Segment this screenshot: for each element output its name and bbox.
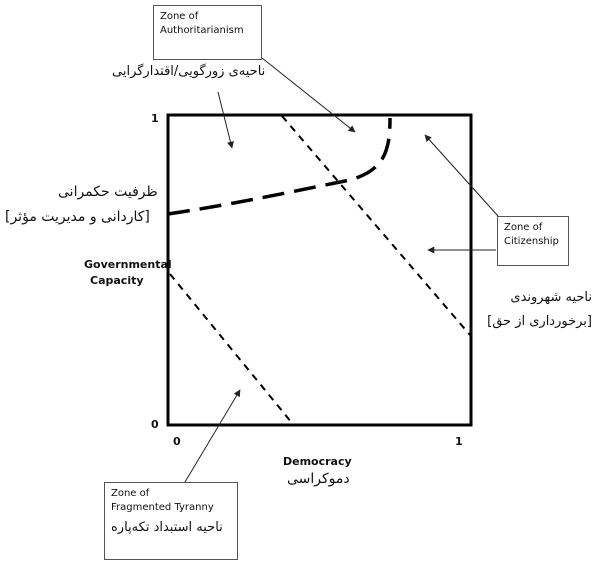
authoritarianism-zone-box: Zone of Authoritarianism (153, 5, 262, 60)
arrow-citizenship-top (424, 134, 499, 217)
fragmented-tyranny-label: Zone of Fragmented Tyranny (111, 488, 214, 513)
y-axis-label-line2: Capacity (90, 274, 144, 287)
fragmented-tyranny-zone-box: Zone of Fragmented Tyranny ناحیه استبداد… (104, 482, 238, 560)
citizenship-farsi-line2: [برخورداری از حق] (487, 314, 592, 329)
authoritarian-boundary-curve (167, 117, 392, 216)
x-axis-label: Democracy (283, 455, 352, 468)
arrow-authoritarianism-label (217, 91, 234, 149)
x-tick-right: 1 (455, 435, 463, 448)
tyranny-boundary-line (169, 273, 293, 424)
y-axis-label-line1: Governmental (84, 258, 172, 271)
y-axis-farsi-line1: ظرفیت حکمرانی (58, 184, 158, 200)
arrow-tyranny (184, 389, 241, 483)
citizenship-farsi-line1: ناحیه شهروندی (510, 290, 592, 305)
citizenship-boundary-line (281, 115, 471, 336)
plot-frame (166, 113, 473, 427)
y-axis-farsi-line2: [کاردانی و مدیریت مؤثر] (5, 209, 150, 225)
authoritarianism-farsi-label: ناحیه‌ی زورگویی/اقتدارگرایی (112, 64, 266, 79)
citizenship-zone-box: Zone of Citizenship (497, 216, 569, 266)
x-tick-left: 0 (173, 435, 181, 448)
y-tick-top: 1 (151, 112, 159, 125)
x-axis-farsi-label: دموکراسی (287, 471, 350, 487)
y-tick-bottom: 0 (151, 418, 159, 431)
fragmented-tyranny-farsi: ناحیه استبداد تکه‌پاره (111, 520, 223, 535)
arrow-authoritarianism-box (261, 57, 356, 133)
